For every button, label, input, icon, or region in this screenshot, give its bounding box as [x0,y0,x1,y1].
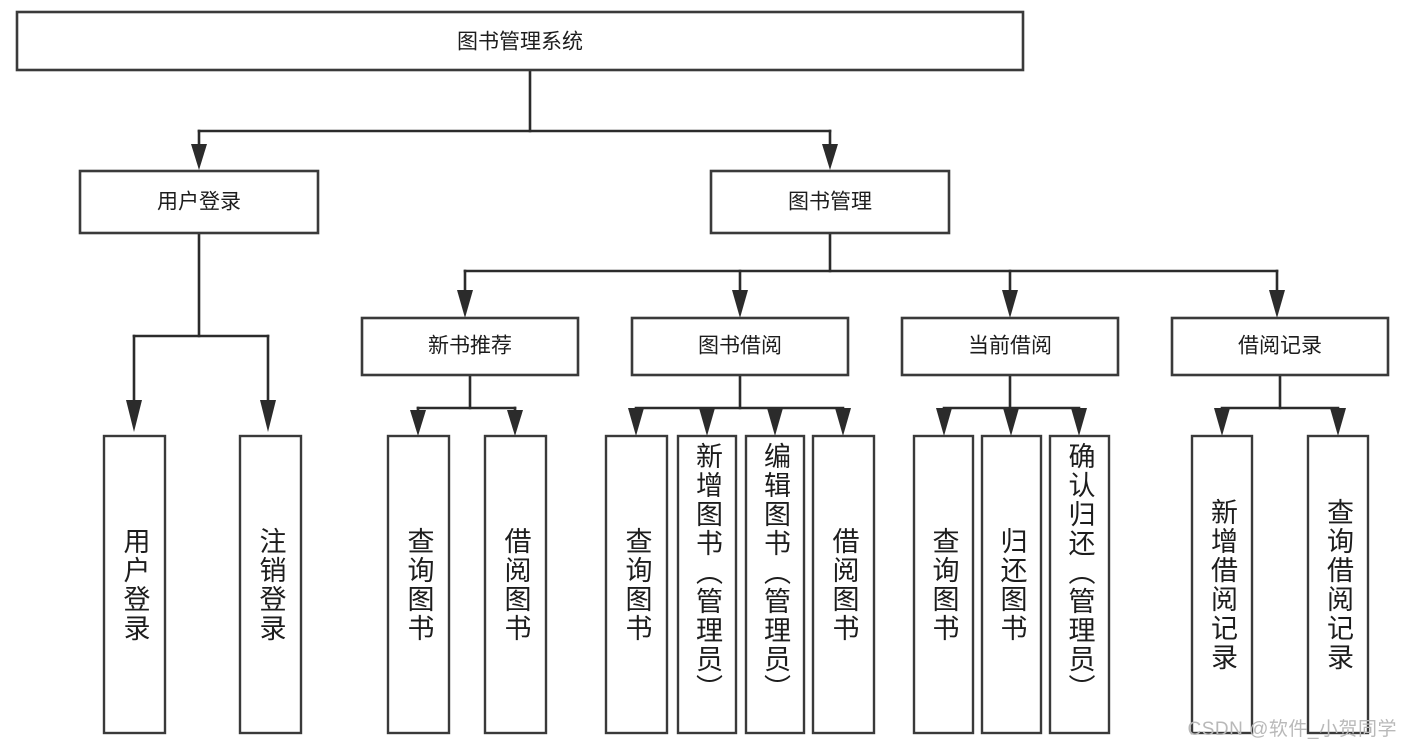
node-current-borrow-box[interactable] [900,316,1120,377]
node-current-borrow[interactable]: 当前借阅 [900,316,1120,377]
node-book-manage-label: 图书管理 [788,191,872,214]
arrowhead-leaf-borrow-book-2 [835,408,851,436]
arrowhead-new-book-recommend [457,290,473,318]
arrowhead-leaf-query-book-3 [936,408,952,436]
node-borrow-record-box[interactable] [1170,316,1390,377]
arrowhead-book-borrow [732,290,748,318]
arrowhead-leaf-user-login [126,400,142,432]
node-root[interactable]: 图书管理系统 [15,10,1025,72]
node-new-book-recommend-label: 新书推荐 [428,335,512,358]
leaf-box-add-book[interactable] [676,434,738,735]
node-root-box[interactable] [15,10,1025,72]
node-root-label: 图书管理系统 [457,31,583,54]
leaf-box-user-login[interactable] [102,434,167,735]
leaf-box-add-record[interactable] [1190,434,1254,735]
arrowhead-leaf-return-book [1003,408,1019,436]
leaf-box-query-record[interactable] [1306,434,1370,735]
leaf-box-query-book-1[interactable] [386,434,451,735]
arrowhead-user-login [191,144,207,170]
leaf-box-query-book-3[interactable] [912,434,975,735]
leaf-box-confirm-return[interactable] [1048,434,1111,735]
node-new-book-recommend-box[interactable] [360,316,580,377]
node-user-login[interactable]: 用户登录 [78,169,320,235]
node-borrow-record[interactable]: 借阅记录 [1170,316,1390,377]
node-user-login-label: 用户登录 [157,191,241,214]
leaf-box-return-book[interactable] [980,434,1043,735]
node-book-manage-box[interactable] [709,169,951,235]
arrowhead-leaf-add-book [699,408,715,436]
node-borrow-record-label: 借阅记录 [1238,335,1322,358]
arrowhead-leaf-query-book-1 [410,410,426,436]
arrowhead-leaf-query-book-2 [628,408,644,436]
node-book-borrow-box[interactable] [630,316,850,377]
leaf-box-edit-book[interactable] [744,434,806,735]
arrowhead-current-borrow [1002,290,1018,318]
arrowhead-leaf-confirm-return [1071,408,1087,436]
node-book-borrow[interactable]: 图书借阅 [630,316,850,377]
node-current-borrow-label: 当前借阅 [968,335,1052,358]
arrowhead-book-manage [822,144,838,170]
leaf-box-borrow-book-2[interactable] [811,434,876,735]
arrowhead-leaf-edit-book [767,408,783,436]
node-user-login-box[interactable] [78,169,320,235]
arrowhead-leaf-borrow-book-1 [507,410,523,436]
node-book-manage[interactable]: 图书管理 [709,169,951,235]
leaf-box-borrow-book-1[interactable] [483,434,548,735]
watermark-text: CSDN @软件_小贺同学 [1187,719,1397,740]
leaf-box-logout-login[interactable] [238,434,303,735]
node-book-borrow-label: 图书借阅 [698,335,782,358]
arrowhead-leaf-add-record [1214,408,1230,436]
arrowhead-leaf-logout-login [260,400,276,432]
arrowhead-leaf-query-record [1330,408,1346,436]
node-new-book-recommend[interactable]: 新书推荐 [360,316,580,377]
arrowhead-borrow-record [1269,290,1285,318]
edges-group [126,68,1346,436]
leaf-box-query-book-2[interactable] [604,434,669,735]
